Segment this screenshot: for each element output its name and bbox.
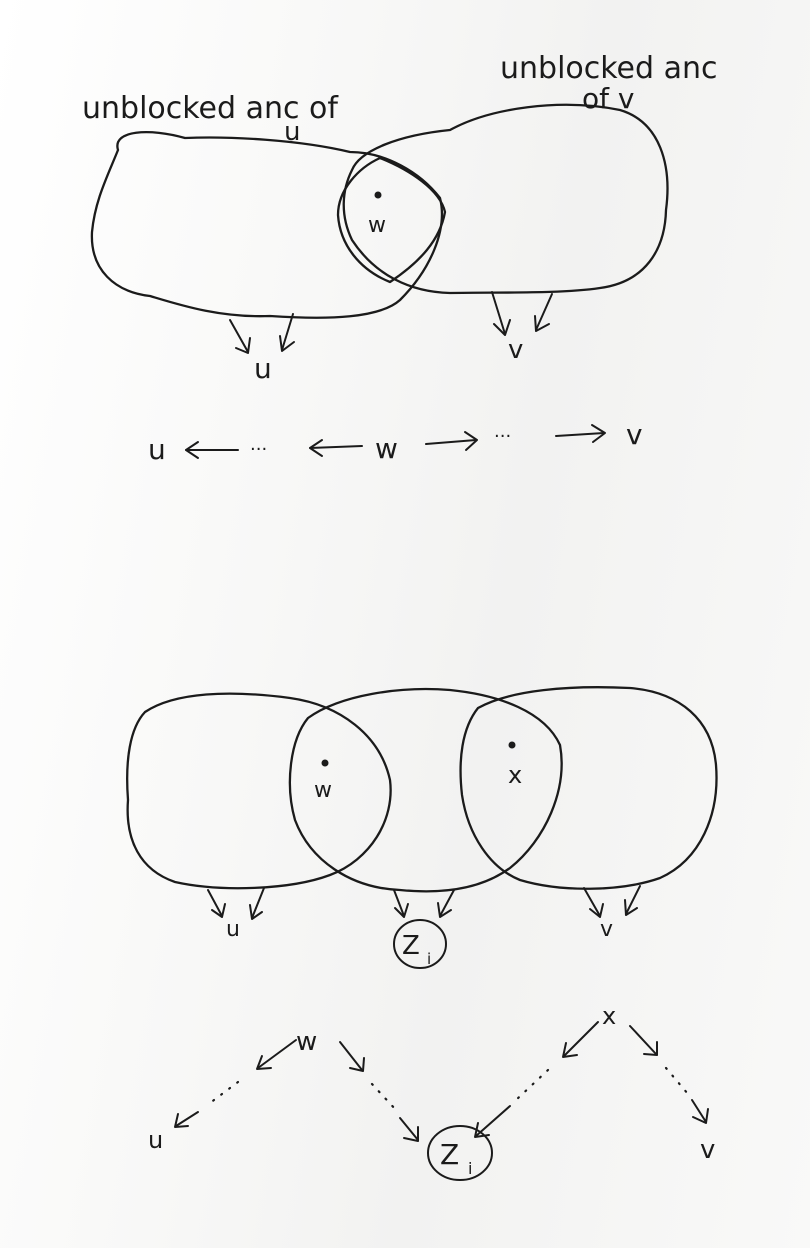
edge-x-v-tail: [691, 1099, 707, 1123]
arrow-to-u-left: [229, 319, 249, 353]
bottom-target-v: v: [600, 917, 613, 942]
top-venn-diagram: w unblocked anc of u unblocked anc of v …: [82, 51, 718, 385]
graph-x: x: [602, 1002, 616, 1030]
arrowhead-bottom-v-right: [624, 899, 638, 916]
path-arrowhead-left-1: [185, 441, 199, 459]
edge-x-v-dots: [664, 1066, 690, 1096]
label-anc-u-line2: u: [284, 117, 300, 147]
edge-w-z-head2: [403, 1126, 419, 1142]
arrowhead-bottom-v-left: [589, 903, 604, 918]
path-left-ellipsis: ···: [250, 439, 267, 460]
path-w: w: [375, 432, 398, 465]
blob-anc-u: [90, 130, 444, 319]
node-zi-label-bottom: Z: [440, 1138, 459, 1171]
node-zi-circle-bottom: [427, 1125, 493, 1181]
node-zi-sub-bottom: i: [468, 1159, 472, 1178]
graph-w: w: [296, 1027, 317, 1057]
edge-x-v-head2: [692, 1108, 709, 1124]
top-path: u ··· w ··· v: [148, 418, 643, 466]
arrowhead-to-v-left: [493, 319, 511, 336]
arrow-bottom-v-left: [583, 887, 601, 917]
path-arrowhead-right-2: [591, 424, 606, 443]
edge-w-u-solid: [257, 1039, 297, 1069]
node-w-dot: [374, 191, 382, 199]
arrow-bottom-z-left: [393, 889, 405, 917]
node-w-label: w: [368, 213, 386, 238]
node-zi-circle-top: [393, 919, 447, 969]
label-anc-u-line1: unblocked anc of: [82, 91, 339, 126]
intersection-lens: [336, 156, 447, 284]
node-w-label-bottom: w: [314, 778, 332, 803]
node-x-dot: [508, 741, 516, 749]
node-zi-label-top: Z: [402, 931, 420, 961]
path-v: v: [626, 418, 643, 451]
arrow-to-u-right: [281, 313, 294, 351]
edge-x-z-head1: [562, 1042, 578, 1058]
arrow-bottom-v-right: [625, 885, 641, 915]
bottom-target-u: u: [226, 917, 240, 942]
edge-w-u-tail: [175, 1111, 199, 1127]
path-arrow-left-2: [309, 445, 363, 449]
path-arrow-right-1: [425, 439, 477, 445]
bottom-venn-diagram: w x u Z i v: [126, 686, 718, 969]
edge-w-u-head2: [174, 1113, 189, 1128]
edge-x-z-dots: [514, 1068, 550, 1102]
blob-middle: [288, 687, 563, 893]
path-right-ellipsis: ···: [494, 426, 511, 447]
target-v: v: [508, 335, 523, 365]
arrowhead-bottom-z-right: [437, 902, 452, 918]
arrowhead-to-u-left: [235, 337, 251, 354]
edge-x-z-tail: [475, 1105, 511, 1137]
edge-x-v-solid: [629, 1025, 657, 1055]
arrow-bottom-u-right: [251, 887, 265, 919]
blob-right: [459, 686, 718, 890]
target-u: u: [254, 352, 272, 385]
label-anc-v-line1: unblocked anc: [500, 51, 718, 86]
arrow-to-v-right: [535, 293, 553, 331]
blob-anc-v: [342, 103, 669, 295]
arrow-bottom-z-right: [439, 889, 455, 917]
arrow-to-v-left: [491, 291, 506, 335]
arrowhead-bottom-z-left: [394, 903, 409, 918]
arrowhead-bottom-u-right: [249, 904, 263, 920]
edge-w-u-head1: [256, 1055, 272, 1070]
edge-w-z-head1: [349, 1057, 365, 1072]
arrowhead-bottom-u-left: [211, 903, 226, 918]
blob-left: [126, 692, 392, 890]
node-w-dot-bottom: [321, 759, 329, 767]
edge-w-z-tail: [399, 1117, 419, 1141]
node-zi-sub-top: i: [427, 950, 431, 968]
arrow-bottom-u-left: [207, 889, 223, 917]
path-u: u: [148, 433, 166, 466]
graph-v: v: [700, 1135, 715, 1165]
edge-w-z-dots: [370, 1082, 398, 1112]
node-x-label: x: [508, 761, 522, 789]
edge-x-z-solid: [563, 1021, 599, 1057]
edge-w-u-dots: [204, 1080, 240, 1108]
graph-u: u: [148, 1126, 163, 1154]
arrowhead-to-u-right: [279, 335, 295, 352]
path-arrowhead-left-2: [309, 439, 323, 457]
label-anc-v-line2: of v: [582, 82, 634, 115]
path-arrow-right-2: [555, 432, 605, 437]
path-arrowhead-right-1: [464, 431, 478, 451]
bottom-graph: w x u v Z i: [148, 1002, 715, 1181]
edge-w-z-solid: [339, 1041, 363, 1071]
arrowhead-to-v-right: [534, 315, 550, 332]
edge-x-v-head1: [643, 1041, 658, 1056]
